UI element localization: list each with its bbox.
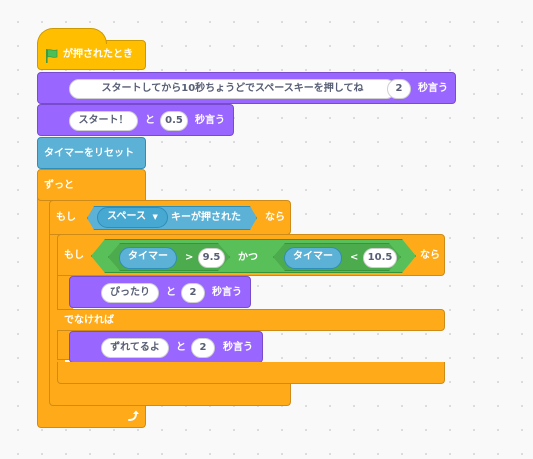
say-secs-input-1[interactable]: 2 [387,79,411,99]
less-than-operator[interactable]: タイマー < 10.5 [273,243,401,271]
say-suffix-label-2: 秒言う [195,115,225,126]
chevron-down-icon: ▼ [152,213,158,221]
say-ng-message-input[interactable]: ずれてるよ [101,338,169,358]
say-ng-suffix-label: 秒言う [223,342,253,353]
forever-bottom-bar [37,406,146,428]
say-and-label-2: と [145,115,155,126]
if-timer-if-label: もし [64,250,84,261]
timer-reporter-right[interactable]: タイマー [284,247,342,269]
say-ok-and-label: と [166,287,176,298]
if-space-if-label: もし [56,212,76,223]
say-secs-input-2[interactable]: 0.5 [160,111,188,131]
key-menu-dropdown[interactable]: スペース ▼ [97,207,168,228]
say-ng-and-label: と [176,342,186,353]
say-and-label-1: と [372,83,382,94]
lt-value-input[interactable]: 10.5 [363,248,397,268]
say-ok-block[interactable]: ぴったり と 2 秒言う [69,276,251,308]
and-operator[interactable]: タイマー > 9.5 かつ タイマー < 10.5 [91,239,416,273]
else-label: でなければ [64,315,114,326]
forever-label: ずっと [44,180,74,191]
if-space-then-label: なら [265,212,285,223]
forever-block[interactable]: ずっと [37,169,146,201]
say-ok-suffix-label: 秒言う [212,287,242,298]
when-flag-clicked-hat[interactable]: が押されたとき [37,40,146,70]
reset-timer-label: タイマーをリセット [44,148,134,159]
if-timer-bottom-bar [57,362,445,384]
gt-value-input[interactable]: 9.5 [198,248,225,268]
loop-arrow-icon [128,410,139,421]
and-label: かつ [238,252,258,263]
lt-symbol: < [350,252,359,263]
say-ok-message-input[interactable]: ぴったり [101,283,159,303]
gt-symbol: > [185,252,194,263]
hat-label: が押されたとき [63,49,133,60]
greater-than-operator[interactable]: タイマー > 9.5 [108,243,230,271]
if-space-bottom-bar [49,384,291,406]
green-flag-icon [46,49,58,63]
say-ng-secs-input[interactable]: 2 [191,338,215,358]
hat-cap [37,28,107,44]
say-ok-secs-input[interactable]: 2 [181,283,205,303]
say-for-secs-block-2[interactable]: スタート！ と 0.5 秒言う [37,104,234,136]
say-suffix-label-1: 秒言う [418,83,448,94]
if-space-pressed-block[interactable]: もし スペース ▼ キーが押された なら [49,200,291,235]
else-bar: でなければ [57,309,445,331]
say-message-input-2[interactable]: スタート！ [69,111,138,131]
key-menu-value: スペース [107,211,146,222]
timer-reporter-left[interactable]: タイマー [119,247,177,269]
reset-timer-block[interactable]: タイマーをリセット [37,137,146,169]
if-timer-then-label: なら [420,250,440,261]
if-timer-range-block[interactable]: もし タイマー > 9.5 かつ タイマー < 10.5 なら [57,234,445,276]
say-ng-block[interactable]: ずれてるよ と 2 秒言う [69,331,263,363]
key-pressed-label: キーが押された [171,212,241,223]
say-message-input-1[interactable]: スタートしてから10秒ちょうどでスペースキーを押してね [69,79,396,99]
say-for-secs-block-1[interactable]: スタートしてから10秒ちょうどでスペースキーを押してね と 2 秒言う [37,72,456,104]
